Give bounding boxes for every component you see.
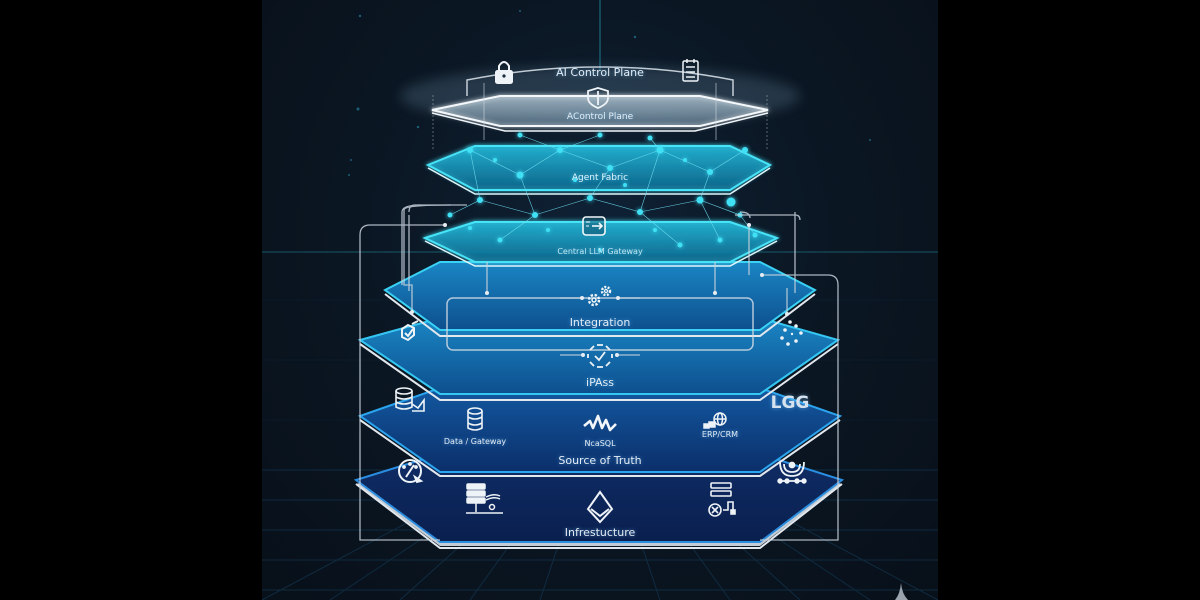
layer-title-source-of-truth: Source of Truth — [558, 454, 642, 467]
server-error-icon — [708, 482, 736, 517]
clipboard-checklist-icon — [682, 59, 699, 82]
layer-title-central-llm-gateway: Central LLM Gateway — [557, 247, 643, 256]
globe-boxes-icon — [703, 412, 727, 429]
layer-central-llm-gateway — [422, 221, 780, 267]
layer-ai-control-plane — [400, 66, 800, 150]
layer-sublabel-control-plane: ΑControl Plane — [566, 112, 634, 122]
architecture-diagram: AI Control Plane ΑControl Plane Agent Fa… — [262, 0, 938, 600]
gears-icon — [587, 285, 612, 307]
shield-icon — [587, 87, 609, 109]
puzzle-network-icon — [780, 320, 803, 346]
network-dots — [447, 132, 758, 252]
letterbox-right — [938, 0, 1200, 600]
gateway-code-arrow-icon — [582, 216, 606, 236]
gauge-cursor-icon — [398, 459, 424, 484]
waveform-icon — [583, 414, 617, 432]
item-data-gateway: Data / Gateway — [443, 437, 507, 446]
server-network-icon — [466, 483, 503, 514]
orbit-network-icon — [777, 461, 807, 484]
lgg-logo: LGG — [770, 393, 810, 413]
sync-check-icon — [401, 320, 419, 342]
corner-sparkle-icon — [895, 583, 908, 600]
layer-title-infrastructure: Infrestucture — [564, 526, 636, 539]
database-stream-icon — [395, 387, 425, 412]
item-ncasql: NcaSQL — [584, 439, 616, 448]
item-erp-crm: ERP/CRM — [701, 430, 739, 439]
diamond-layers-icon — [586, 490, 614, 524]
letterbox-left — [0, 0, 262, 600]
connector-lines — [359, 204, 839, 541]
layer-title-ai-control-plane: AI Control Plane — [556, 66, 644, 79]
particles — [348, 10, 871, 176]
layer-agent-fabric — [425, 145, 773, 195]
layer-title-ipaas: iPAss — [586, 376, 614, 389]
layer-title-integration: Integration — [569, 316, 631, 329]
connector-nodes-icon — [587, 344, 613, 368]
connector-dots — [410, 223, 789, 357]
database-icon — [467, 407, 483, 431]
lock-icon — [495, 61, 513, 84]
layer-title-agent-fabric: Agent Fabric — [571, 173, 629, 183]
